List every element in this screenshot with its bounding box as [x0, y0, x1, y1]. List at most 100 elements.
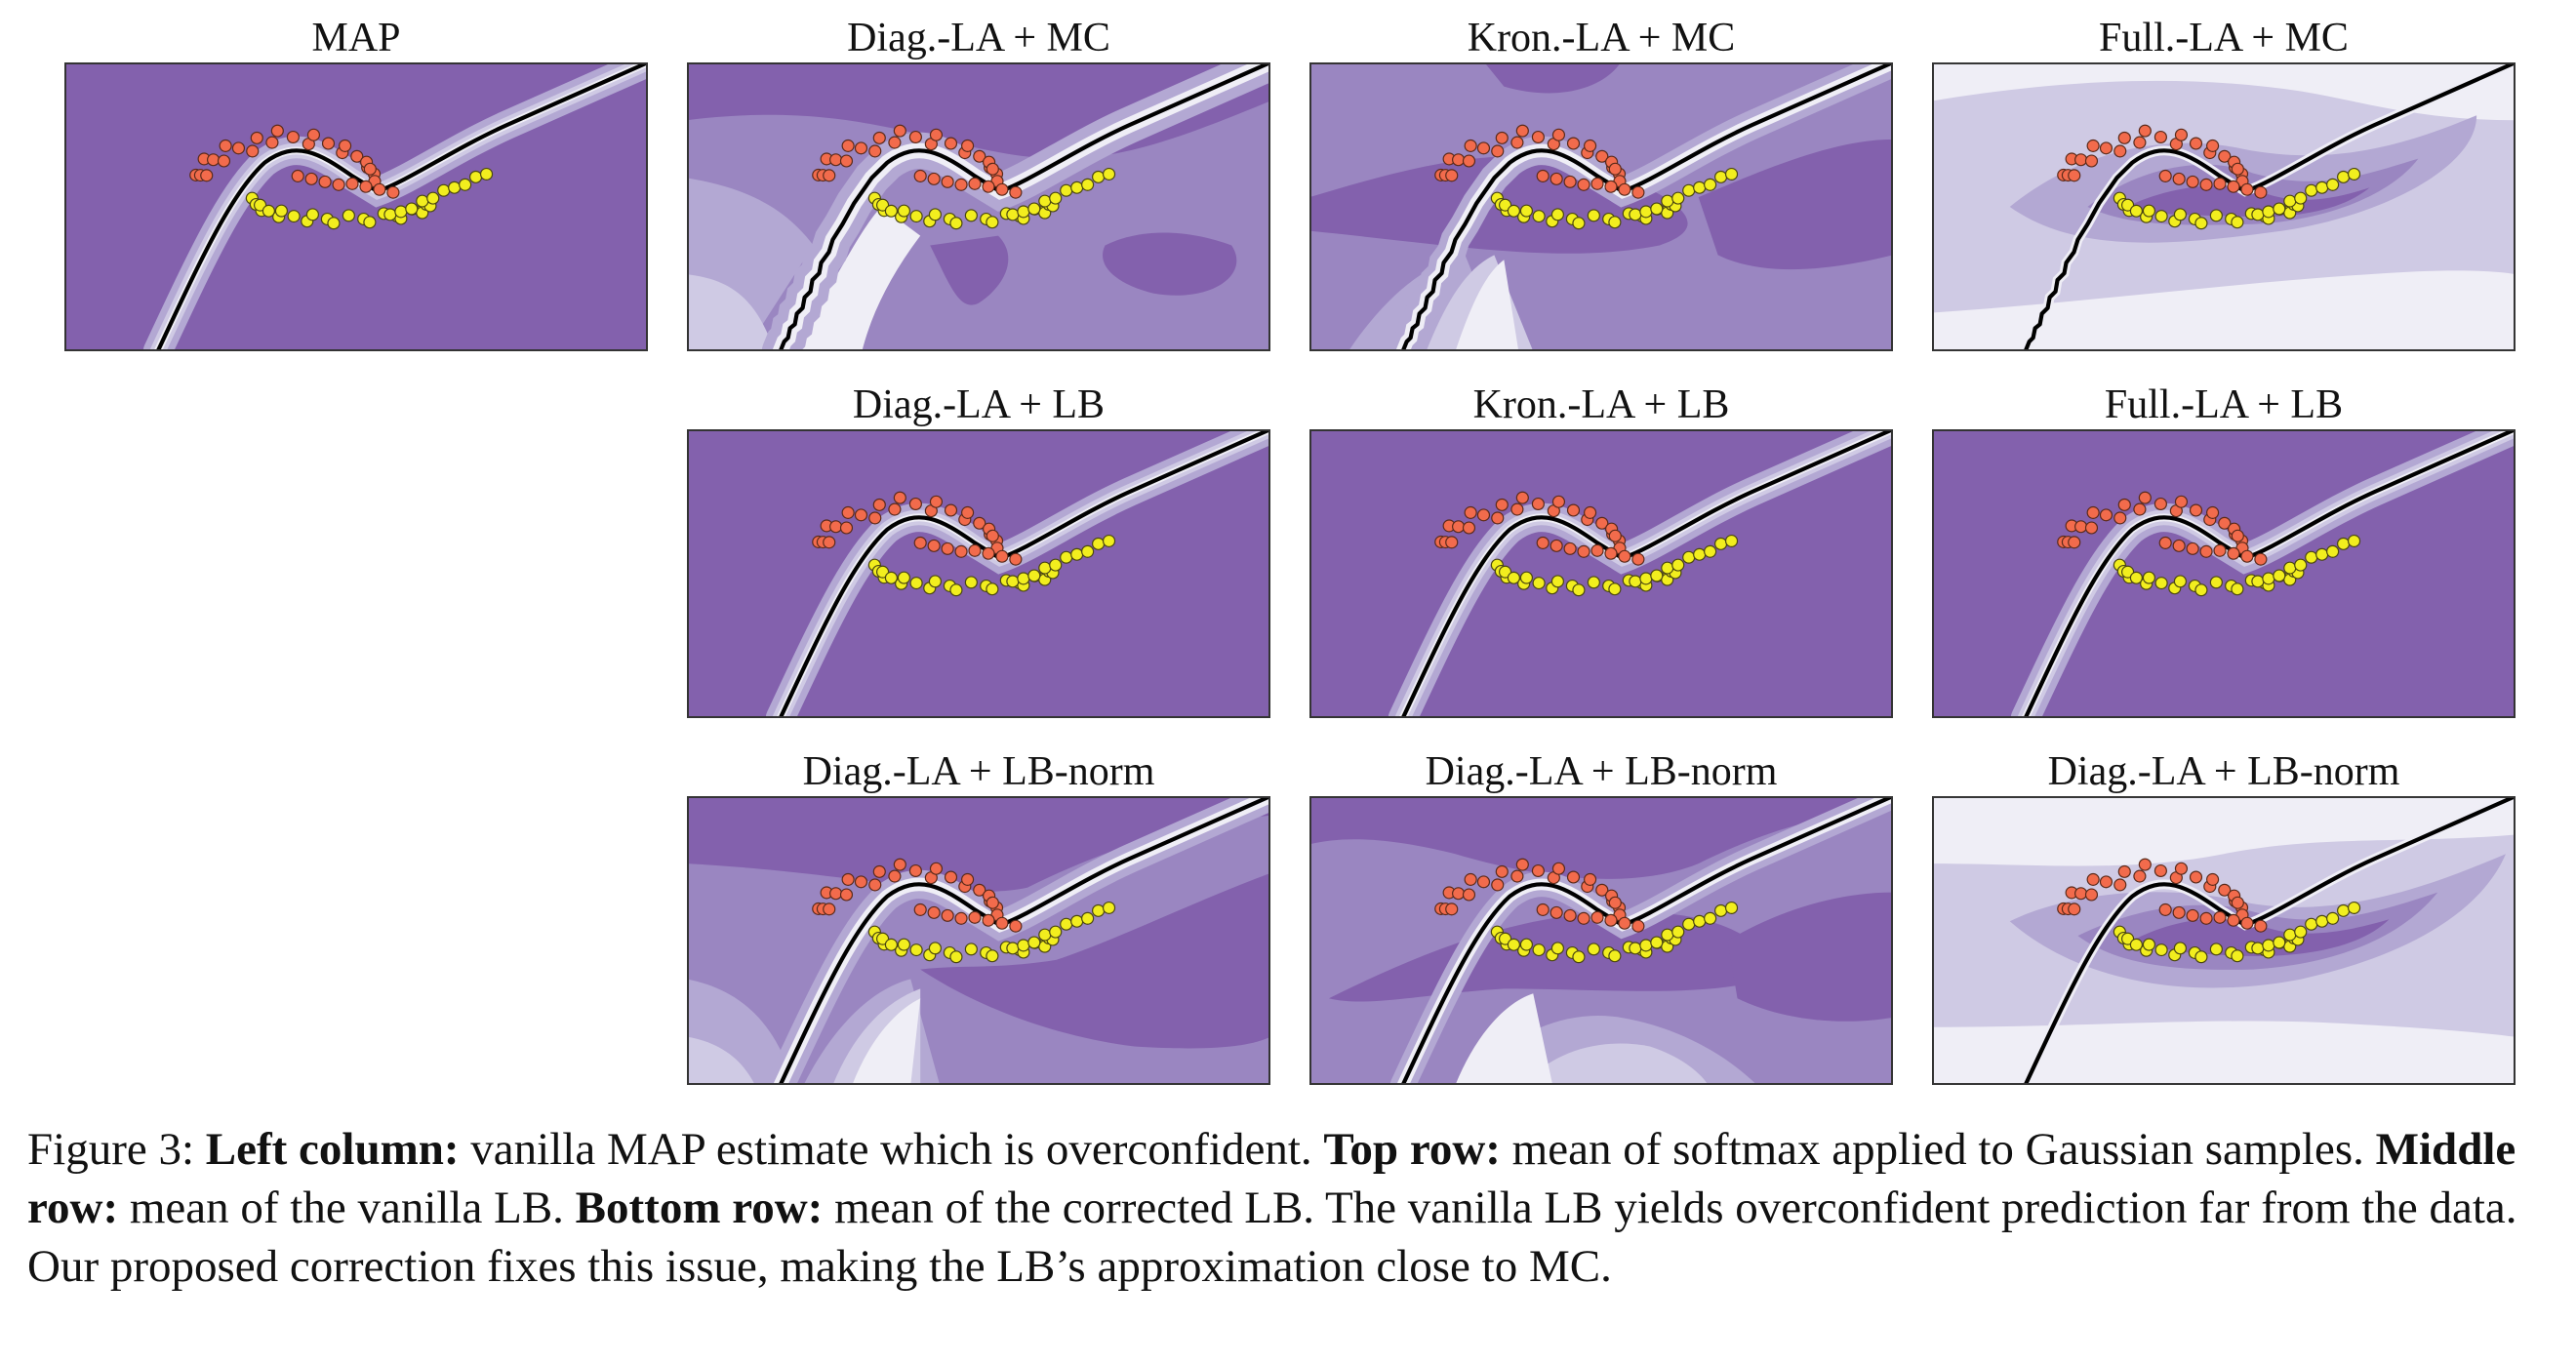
class-a-point — [973, 149, 986, 163]
class-b-point — [1060, 183, 1073, 197]
class-a-point — [839, 154, 854, 168]
decision-boundary-line — [778, 796, 1270, 1085]
class-b-point — [876, 565, 890, 579]
class-a-point — [2113, 144, 2127, 158]
class-a-point — [2227, 546, 2240, 560]
class-a-point — [1462, 521, 1476, 535]
plot-frame — [687, 429, 1270, 718]
class-a-point — [868, 878, 882, 892]
class-b-point — [383, 208, 397, 221]
class-b-point — [2273, 936, 2286, 949]
class-a-point — [1515, 124, 1529, 138]
class-a-point — [1464, 505, 1477, 519]
class-a-point — [1476, 508, 1491, 522]
class-a-point — [2172, 172, 2186, 185]
class-a-point — [2218, 516, 2232, 530]
class-a-point — [2074, 520, 2088, 534]
class-b-point — [1092, 903, 1106, 917]
class-a-point — [982, 913, 995, 927]
class-a-point — [2099, 141, 2113, 155]
class-b-point — [897, 938, 911, 951]
class-b-point — [928, 942, 942, 955]
class-b-point — [1661, 561, 1674, 575]
figure-caption: Figure 3: Left column: vanilla MAP estim… — [27, 1120, 2555, 1296]
confidence-contour — [852, 998, 921, 1085]
class-a-point — [927, 539, 941, 552]
class-a-point — [1445, 903, 1459, 916]
class-b-point — [1499, 932, 1512, 945]
class-a-point — [2213, 177, 2227, 190]
class-a-point — [2218, 883, 2232, 897]
class-a-point — [829, 887, 843, 901]
class-a-point — [1495, 498, 1509, 511]
class-b-point — [1724, 901, 1739, 914]
decision-boundary-line — [778, 429, 1270, 718]
class-a-point — [2254, 552, 2268, 566]
class-b-point — [909, 210, 923, 223]
caption-bottom-row-label: Bottom row: — [575, 1183, 824, 1233]
class-b-point — [1092, 537, 1106, 550]
class-b-point — [394, 205, 408, 219]
class-a-point — [2231, 529, 2244, 542]
class-b-point — [2315, 914, 2329, 928]
class-a-point — [265, 136, 279, 149]
class-b-point — [1608, 582, 1622, 596]
class-a-point — [2174, 495, 2189, 508]
class-a-point — [2240, 549, 2254, 563]
class-b-point — [1092, 170, 1106, 183]
class-b-point — [1499, 198, 1512, 212]
class-b-point — [2121, 198, 2135, 212]
class-b-point — [1682, 917, 1696, 931]
confidence-contour — [687, 1036, 755, 1085]
class-b-point — [2262, 939, 2275, 952]
class-a-point — [823, 903, 836, 916]
decision-boundary-plot — [687, 429, 1270, 718]
class-a-point — [2099, 508, 2113, 522]
class-a-point — [2113, 878, 2127, 892]
class-b-point — [1017, 939, 1030, 952]
class-b-point — [2305, 183, 2318, 197]
class-a-point — [1510, 136, 1524, 149]
class-a-point — [1566, 503, 1581, 517]
class-b-point — [1650, 202, 1664, 216]
class-a-point — [823, 536, 836, 549]
confidence-contour — [2126, 185, 2370, 218]
class-a-point — [2158, 903, 2172, 916]
class-a-point — [291, 169, 304, 182]
class-a-point — [944, 870, 958, 884]
class-b-point — [1572, 583, 1586, 597]
class-a-point — [359, 180, 373, 193]
class-b-point — [287, 210, 301, 223]
class-a-point — [2227, 180, 2240, 193]
plot-frame — [1932, 796, 2516, 1085]
class-a-point — [2117, 864, 2131, 878]
class-b-point — [1671, 191, 1685, 205]
class-b-point — [1027, 202, 1041, 216]
class-a-point — [2153, 497, 2167, 510]
class-a-point — [219, 139, 232, 152]
class-a-point — [1550, 905, 1563, 919]
class-b-point — [437, 183, 451, 197]
class-a-point — [839, 521, 854, 535]
class-b-point — [405, 202, 419, 216]
class-a-point — [200, 169, 214, 182]
class-b-point — [1650, 569, 1664, 582]
caption-left-column-label: Left column: — [205, 1124, 460, 1175]
class-b-point — [327, 217, 341, 230]
class-b-point — [1070, 181, 1084, 194]
class-a-point — [2227, 913, 2240, 927]
panel-title: Diag.-LA + LB-norm — [2047, 749, 2400, 794]
class-b-point — [2129, 938, 2143, 951]
class-b-point — [909, 943, 923, 957]
class-a-point — [961, 505, 975, 519]
class-a-point — [868, 144, 882, 158]
class-b-point — [2129, 571, 2143, 584]
class-b-point — [2142, 938, 2156, 951]
class-a-point — [1566, 137, 1581, 150]
class-a-point — [2084, 888, 2099, 902]
class-a-point — [986, 162, 999, 176]
class-b-point — [928, 208, 942, 221]
class-b-point — [1661, 194, 1674, 208]
class-a-point — [908, 130, 922, 143]
class-b-point — [1639, 205, 1653, 219]
